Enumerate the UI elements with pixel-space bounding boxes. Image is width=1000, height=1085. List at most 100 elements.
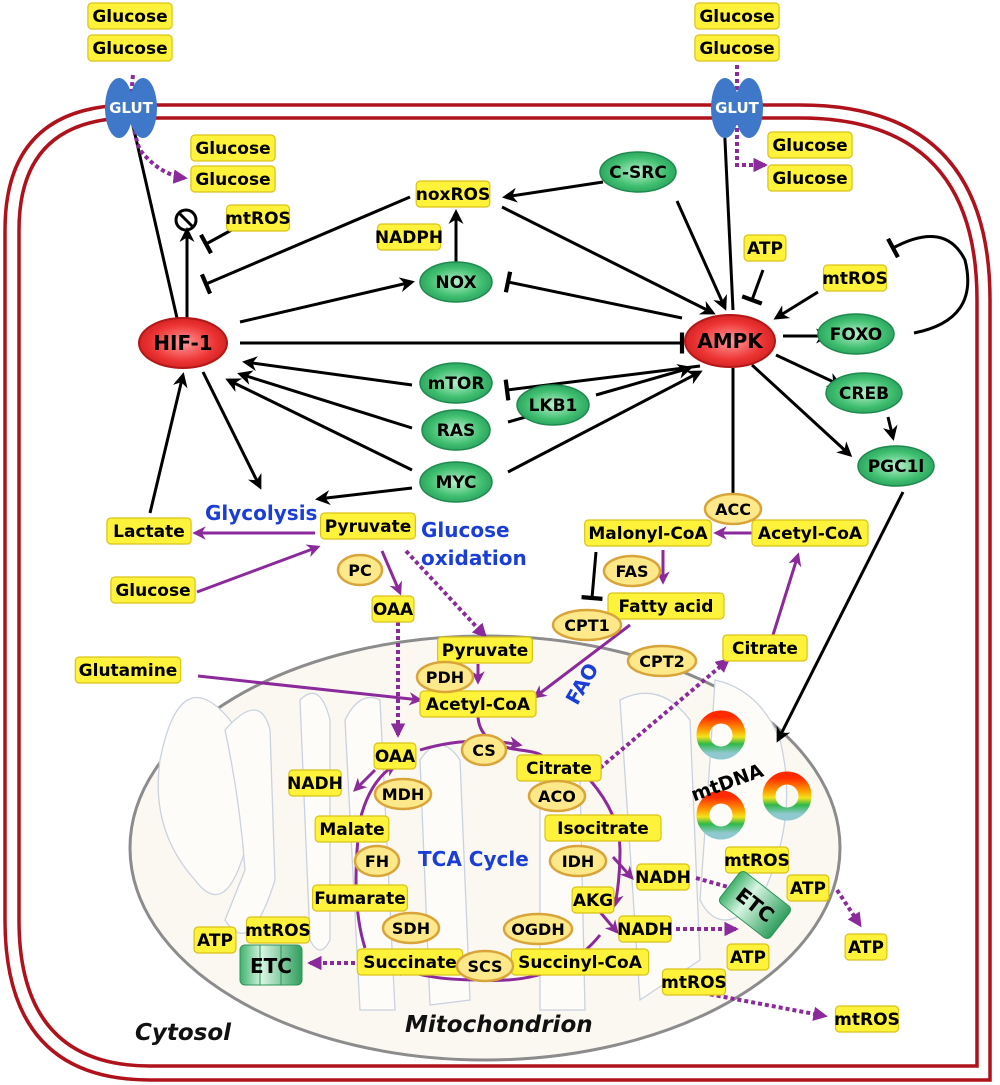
metabolite-box-glutamine[interactable]: Glutamine bbox=[74, 656, 182, 684]
metabolite-label: OAA bbox=[375, 747, 416, 767]
metabolite-label: ATP bbox=[730, 948, 766, 968]
signaling-node-pgc1[interactable]: PGC1l bbox=[857, 445, 935, 487]
metabolite-box-akg[interactable]: AKG bbox=[571, 886, 615, 914]
enzyme-cpt1[interactable]: CPT1 bbox=[551, 608, 623, 642]
metabolite-label: mtROS bbox=[724, 851, 790, 871]
metabolite-box-oaa-mito[interactable]: OAA bbox=[373, 742, 417, 770]
glycolysis-label: Glycolysis bbox=[205, 501, 317, 525]
metabolite-box-mtros-out[interactable]: mtROS bbox=[834, 1005, 900, 1033]
metabolite-box-glucose-in-right-1[interactable]: Glucose bbox=[767, 131, 853, 159]
metabolite-box-citrate-mito[interactable]: Citrate bbox=[516, 754, 602, 782]
metabolite-box-glucose-ext-left-2[interactable]: Glucose bbox=[87, 34, 173, 62]
metabolite-label: ATP bbox=[197, 931, 233, 951]
metabolite-box-noxros[interactable]: noxROS bbox=[415, 180, 491, 208]
enzyme-pc[interactable]: PC bbox=[336, 553, 384, 587]
enzyme-idh[interactable]: IDH bbox=[548, 844, 608, 878]
signaling-node-myc[interactable]: MYC bbox=[419, 461, 493, 503]
metabolite-box-nadh-idh[interactable]: NADH bbox=[635, 863, 691, 891]
metabolite-box-atp-etc-right-bottom[interactable]: ATP bbox=[726, 943, 770, 971]
metabolite-box-glucose-in-left-1[interactable]: Glucose bbox=[190, 134, 276, 162]
metabolite-box-glucose-ext-right-2[interactable]: Glucose bbox=[694, 34, 780, 62]
metabolite-box-mtros-ampk[interactable]: mtROS bbox=[822, 264, 888, 292]
enzyme-aco[interactable]: ACO bbox=[527, 779, 587, 813]
metabolite-box-lactate[interactable]: Lactate bbox=[106, 517, 192, 545]
hif1-node[interactable]: HIF-1 bbox=[138, 317, 228, 369]
metabolite-label: Glucose bbox=[195, 139, 270, 159]
metabolite-label: ATP bbox=[848, 938, 884, 958]
enzyme-acc[interactable]: ACC bbox=[703, 492, 763, 526]
regulatory-edges bbox=[121, 92, 970, 743]
metabolite-label: Glucose bbox=[772, 169, 847, 189]
metabolite-box-mtros-hif[interactable]: mtROS bbox=[225, 204, 291, 232]
metabolite-label: mtROS bbox=[822, 269, 888, 289]
enzyme-label: FH bbox=[365, 852, 389, 871]
signaling-node-mtor[interactable]: mTOR bbox=[419, 362, 493, 404]
metabolite-box-atp-ampk[interactable]: ATP bbox=[743, 234, 787, 262]
metabolite-box-glucose-in-left-2[interactable]: Glucose bbox=[190, 165, 276, 193]
enzyme-fh[interactable]: FH bbox=[353, 844, 401, 878]
signaling-node-label: mTOR bbox=[428, 374, 485, 394]
enzyme-label: OGDH bbox=[511, 920, 564, 939]
metabolite-box-glucose-ext-right-1[interactable]: Glucose bbox=[694, 2, 780, 30]
metabolite-box-atp-etc-right-top[interactable]: ATP bbox=[786, 874, 830, 902]
metabolite-box-pyruvate-mito[interactable]: Pyruvate bbox=[437, 636, 534, 664]
metabolite-label: Citrate bbox=[526, 759, 592, 779]
metabolite-box-isocitrate[interactable]: Isocitrate bbox=[544, 814, 662, 842]
signaling-node-label: LKB1 bbox=[529, 396, 578, 416]
metabolite-label: NADH bbox=[287, 774, 343, 794]
metabolite-box-malate[interactable]: Malate bbox=[314, 815, 390, 843]
signaling-node-csrc[interactable]: C-SRC bbox=[599, 151, 677, 193]
metabolite-box-oaa-cyto[interactable]: OAA bbox=[371, 595, 415, 623]
enzyme-cpt2[interactable]: CPT2 bbox=[626, 644, 698, 678]
metabolite-label: Glutamine bbox=[79, 661, 178, 681]
metabolite-box-succinyl-coa[interactable]: Succinyl-CoA bbox=[510, 948, 650, 976]
metabolite-box-nadh-ogdh[interactable]: NADH bbox=[617, 915, 673, 943]
metabolite-box-nadh-mdh[interactable]: NADH bbox=[287, 769, 343, 797]
metabolite-box-fatty-acid[interactable]: Fatty acid bbox=[607, 592, 725, 620]
glut-transporter-right: GLUT bbox=[711, 78, 763, 138]
metabolite-box-malonyl-coa[interactable]: Malonyl-CoA bbox=[584, 519, 712, 547]
metabolite-box-fumarate[interactable]: Fumarate bbox=[312, 884, 409, 912]
metabolite-box-acetyl-coa-cyto[interactable]: Acetyl-CoA bbox=[751, 519, 869, 547]
enzyme-label: CPT1 bbox=[564, 616, 610, 635]
metabolite-box-pyruvate-cyto[interactable]: Pyruvate bbox=[320, 512, 417, 540]
ampk-node[interactable]: AMPK bbox=[684, 314, 776, 368]
etc-label: ETC bbox=[250, 954, 292, 978]
etc-complex-left[interactable]: ETC bbox=[239, 944, 303, 986]
enzyme-sdh[interactable]: SDH bbox=[381, 911, 441, 945]
enzyme-fas[interactable]: FAS bbox=[602, 554, 662, 588]
metabolite-label: Pyruvate bbox=[325, 517, 412, 537]
signaling-node-creb[interactable]: CREB bbox=[825, 372, 903, 414]
signaling-nodes: C-SRC NOX mTOR RAS MYC LKB1 FOXO CREB PGC1l bbox=[419, 151, 935, 503]
metabolite-box-citrate-cyto[interactable]: Citrate bbox=[722, 634, 808, 662]
enzyme-mdh[interactable]: MDH bbox=[373, 777, 433, 811]
signaling-node-foxo[interactable]: FOXO bbox=[817, 313, 895, 355]
signaling-node-ras[interactable]: RAS bbox=[421, 409, 491, 451]
metabolite-label: Succinate bbox=[363, 953, 457, 973]
metabolite-box-atp-etc-left[interactable]: ATP bbox=[193, 926, 237, 954]
metabolite-box-mtros-etc-right[interactable]: mtROS bbox=[724, 846, 790, 874]
glut-transporter-left: GLUT bbox=[105, 78, 157, 138]
metabolite-box-glucose-cyto[interactable]: Glucose bbox=[110, 576, 196, 604]
metabolite-box-glucose-ext-left-1[interactable]: Glucose bbox=[87, 2, 173, 30]
signaling-node-lkb1[interactable]: LKB1 bbox=[516, 384, 590, 426]
enzyme-label: CPT2 bbox=[639, 652, 685, 671]
metabolite-label: Glucose bbox=[699, 7, 774, 27]
metabolite-box-atp-out[interactable]: ATP bbox=[844, 933, 888, 961]
glucose-oxidation-label-line2: oxidation bbox=[421, 546, 527, 570]
signaling-node-nox[interactable]: NOX bbox=[419, 261, 493, 303]
enzyme-label: ACC bbox=[715, 500, 751, 519]
enzyme-cs[interactable]: CS bbox=[460, 733, 508, 767]
signaling-node-label: NOX bbox=[435, 273, 476, 293]
enzyme-pdh[interactable]: PDH bbox=[415, 660, 475, 694]
metabolite-box-nadph[interactable]: NADPH bbox=[375, 223, 443, 251]
ampk-label: AMPK bbox=[697, 329, 764, 353]
metabolite-box-succinate[interactable]: Succinate bbox=[356, 948, 464, 976]
metabolite-box-acetyl-coa-mito[interactable]: Acetyl-CoA bbox=[419, 690, 537, 718]
metabolite-box-mtros-etc-right-bottom[interactable]: mtROS bbox=[661, 968, 727, 996]
glucose-oxidation-label-line1: Glucose bbox=[421, 518, 510, 542]
enzyme-ogdh[interactable]: OGDH bbox=[502, 912, 574, 946]
enzyme-scs[interactable]: SCS bbox=[455, 949, 515, 983]
metabolite-box-glucose-in-right-2[interactable]: Glucose bbox=[767, 164, 853, 192]
metabolite-box-mtros-etc-left[interactable]: mtROS bbox=[245, 916, 311, 944]
